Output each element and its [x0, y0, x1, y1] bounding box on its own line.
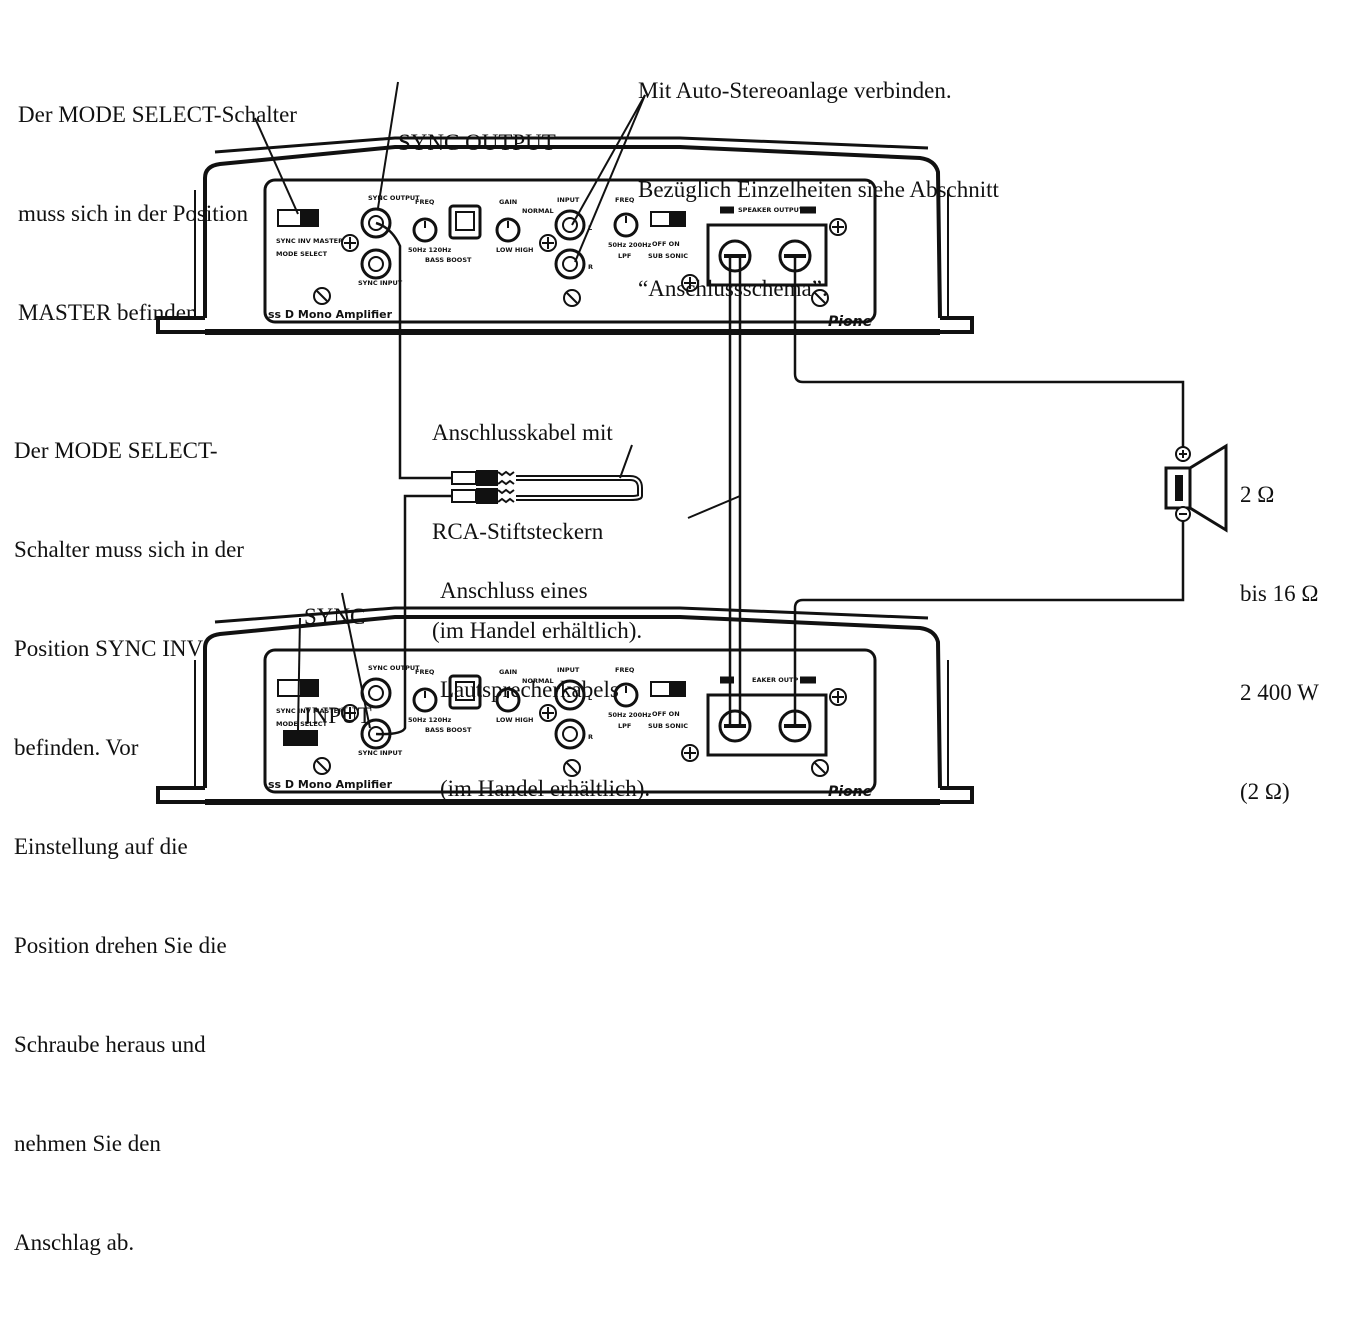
callout-speaker-cable: Anschluss eines Lautsprecherkabels (im H… [440, 578, 651, 801]
panel-gain-label: GAIN [499, 668, 517, 676]
panel-bass-boost-label: BASS BOOST [425, 726, 472, 734]
panel-sync-input-label: SYNC INPUT [358, 749, 403, 757]
diagram-drawing: SYNC OUTPUT SYNC INPUT SYNC INV MASTER M… [0, 81, 1228, 820]
panel-freq-range-lpf: 50Hz 200Hz [608, 711, 652, 719]
panel-input-r: R [588, 733, 593, 741]
panel-sub-sonic-switch: OFF ON [652, 710, 680, 718]
panel-freq-label: FREQ [415, 668, 435, 676]
panel-input-label: INPUT [557, 666, 580, 674]
callout-mode-select-sync-inv: Der MODE SELECT- Schalter muss sich in d… [14, 438, 244, 1255]
connection-diagram: SYNC OUTPUT SYNC INPUT SYNC INV MASTER M… [0, 78, 1319, 1255]
panel-freq-range-bass: 50Hz 120Hz [408, 716, 452, 724]
panel-sub-sonic-switch: OFF ON [652, 240, 680, 248]
panel-gain-range: LOW HIGH [496, 246, 534, 254]
panel-lpf-label: LPF [618, 252, 631, 260]
leader-mode-select-master [254, 117, 299, 215]
panel-mode-positions-label: SYNC INV MASTER [276, 707, 343, 715]
callout-sync-input: SYNC INPUT [304, 604, 372, 728]
speaker-cable-positive [793, 256, 1185, 462]
panel-sync-output-label: SYNC OUTPUT [368, 194, 420, 202]
rca-cable-to-master-sync-output [375, 221, 452, 480]
slave-mode-switch-knob [283, 730, 318, 746]
callout-mode-select-master: Der MODE SELECT-Schalter muss sich in de… [18, 102, 297, 325]
panel-model-label: ss D Mono Amplifier [268, 308, 393, 321]
speaker-cable-negative [793, 518, 1185, 726]
panel-brand-label: Pione [828, 314, 872, 330]
rca-plug-top [451, 470, 515, 486]
panel-sync-output-label: SYNC OUTPUT [368, 664, 420, 672]
panel-mode-positions-label: SYNC INV MASTER [276, 237, 343, 245]
callout-speaker-spec: 2 Ω bis 16 Ω 2 400 W (2 Ω) [1240, 482, 1319, 804]
panel-gain-normal: NORMAL [522, 677, 554, 685]
panel-sub-sonic-label: SUB SONIC [648, 722, 688, 730]
speaker-symbol [1164, 443, 1228, 533]
panel-freq-range-lpf: 50Hz 200Hz [608, 241, 652, 249]
panel-gain-normal: NORMAL [522, 207, 554, 215]
panel-mode-select-label: MODE SELECT [276, 720, 328, 728]
panel-mode-select-label: MODE SELECT [276, 250, 328, 258]
rca-cable-to-slave-sync-input [375, 494, 452, 736]
panel-speaker-output-partial: EAKER OUTP [752, 676, 798, 684]
panel-input-label: INPUT [557, 196, 580, 204]
callout-rca-cable: Anschlusskabel mit RCA-Stiftsteckern (im… [432, 420, 643, 643]
bridge-speaker-cable [728, 256, 742, 726]
panel-gain-range: LOW HIGH [496, 716, 534, 724]
leader-mode-select-sync-inv [297, 617, 301, 731]
panel-speaker-output-label: SPEAKER OUTPUT [738, 206, 804, 214]
leader-sync-output [377, 81, 399, 209]
panel-input-r: R [588, 263, 593, 271]
panel-freq-label: FREQ [415, 198, 435, 206]
panel-gain-label: GAIN [499, 198, 517, 206]
panel-input-l: L [588, 694, 592, 702]
master-panel-labels: SYNC OUTPUT SYNC INPUT SYNC INV MASTER M… [268, 194, 872, 330]
panel-sync-input-label: SYNC INPUT [358, 279, 403, 287]
leader-sync-input [341, 592, 371, 729]
leader-lines [254, 81, 741, 731]
callout-car-stereo: Mit Auto-Stereoanlage verbinden. Bezügli… [638, 78, 999, 301]
panel-freq-label-2: FREQ [615, 666, 635, 674]
leader-speaker-cable [687, 495, 741, 519]
panel-model-label: ss D Mono Amplifier [268, 778, 393, 791]
panel-bass-boost-label: BASS BOOST [425, 256, 472, 264]
panel-brand-label: Pione [828, 784, 872, 800]
callout-sync-output: SYNC OUTPUT [398, 130, 556, 155]
leader-input-l [571, 94, 646, 226]
leader-rca-cable [619, 444, 633, 479]
rca-cable-loop-highlight [516, 477, 641, 499]
leader-input-r [574, 94, 646, 263]
panel-lpf-label: LPF [618, 722, 631, 730]
panel-freq-range-bass: 50Hz 120Hz [408, 246, 452, 254]
slave-panel-labels: SYNC OUTPUT SYNC INPUT SYNC INV MASTER M… [268, 664, 872, 800]
panel-sub-sonic-label: SUB SONIC [648, 252, 688, 260]
panel-freq-label-2: FREQ [615, 196, 635, 204]
rca-plug-bottom [451, 488, 515, 504]
